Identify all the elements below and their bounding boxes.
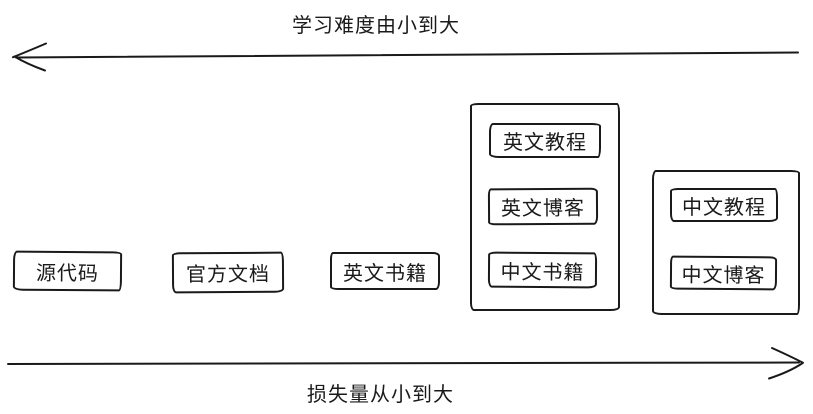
box-english-tutorials: 英文教程 <box>489 123 601 158</box>
box-english-tutorials-label: 英文教程 <box>503 132 587 154</box>
box-chinese-blogs: 中文博客 <box>669 255 778 291</box>
box-english-blogs-label: 英文博客 <box>500 197 586 221</box>
box-official-docs-label: 官方文档 <box>185 263 271 287</box>
bottom-axis-label: 损失量从小到大 <box>307 384 454 406</box>
box-chinese-tutorials: 中文教程 <box>670 188 778 222</box>
box-chinese-books-label: 中文书籍 <box>500 261 585 284</box>
box-source-code-label: 源代码 <box>35 262 100 285</box>
right-arrow-icon <box>7 347 804 380</box>
box-english-books-label: 英文书籍 <box>343 262 427 285</box>
group-box-1: 英文教程 英文博客 中文书籍 <box>470 103 620 311</box>
box-chinese-tutorials-label: 中文教程 <box>682 196 766 219</box>
box-english-blogs: 英文博客 <box>487 187 599 226</box>
group-box-2: 中文教程 中文博客 <box>652 170 800 315</box>
left-arrow-icon <box>12 42 799 72</box>
top-axis-label: 学习难度由小到大 <box>292 15 460 37</box>
box-chinese-blogs-label: 中文博客 <box>681 264 766 287</box>
box-chinese-books: 中文书籍 <box>487 251 598 289</box>
box-source-code: 源代码 <box>12 250 123 292</box>
box-english-books: 英文书籍 <box>330 252 440 290</box>
box-official-docs: 官方文档 <box>171 251 285 294</box>
